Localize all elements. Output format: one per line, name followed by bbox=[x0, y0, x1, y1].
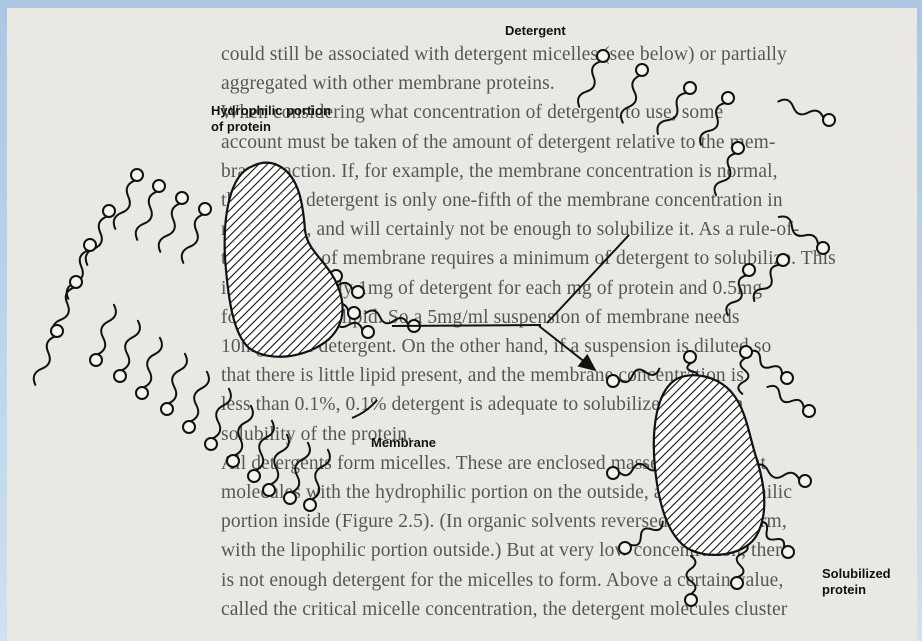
detergent-tail bbox=[578, 61, 600, 106]
detergent-head bbox=[619, 542, 631, 554]
detergent-head bbox=[51, 325, 63, 337]
detergent-head bbox=[103, 205, 115, 217]
detergent-tail bbox=[235, 406, 253, 456]
detergent-tail bbox=[182, 215, 203, 263]
detergent-head bbox=[114, 370, 126, 382]
detergent-tail bbox=[67, 251, 88, 299]
detergent-head bbox=[782, 546, 794, 558]
detergent-tail bbox=[726, 275, 746, 315]
solubilized-label: Solubilized protein bbox=[822, 566, 894, 597]
detergent-tail bbox=[191, 372, 209, 422]
detergent-head bbox=[70, 276, 82, 288]
detergent-head bbox=[227, 455, 239, 467]
detergent-tail bbox=[159, 204, 180, 252]
detergent-tail bbox=[700, 103, 725, 145]
detergent-head bbox=[304, 499, 316, 511]
detergent-head bbox=[183, 421, 195, 433]
detergent-tail bbox=[621, 76, 640, 123]
detergent-head bbox=[84, 239, 96, 251]
membrane-protein-blob bbox=[225, 163, 343, 357]
detergent-head bbox=[352, 286, 364, 298]
detergent-head bbox=[205, 438, 217, 450]
solubilized-protein-blob bbox=[654, 375, 764, 555]
detergent-head bbox=[176, 192, 188, 204]
detergent-head bbox=[136, 387, 148, 399]
detergent-head bbox=[131, 169, 143, 181]
detergent-tail bbox=[114, 181, 135, 229]
detergent-tail bbox=[366, 310, 409, 324]
detergent-head bbox=[263, 484, 275, 496]
detergent-head bbox=[743, 264, 755, 276]
detergent-head bbox=[607, 375, 619, 387]
detergent-head bbox=[731, 577, 743, 589]
hydrophilic-label: Hydrophilic portion of protein bbox=[211, 103, 335, 134]
detergent-head bbox=[799, 475, 811, 487]
detergent-solubilization-diagram: Hydrophilic portion of protein Detergent… bbox=[7, 8, 917, 641]
detergent-tail bbox=[122, 321, 140, 371]
detergent-tail bbox=[630, 522, 663, 546]
arrow-from-membrane bbox=[392, 325, 541, 326]
detergent-head bbox=[636, 64, 648, 76]
detergent-head bbox=[777, 254, 789, 266]
detergent-tail bbox=[144, 338, 162, 388]
detergent-head bbox=[740, 346, 752, 358]
detergent-tail bbox=[715, 153, 736, 195]
membrane-label: Membrane bbox=[371, 435, 436, 450]
detergent-head bbox=[685, 594, 697, 606]
detergent-tail bbox=[169, 354, 187, 404]
detergent-tail bbox=[738, 358, 748, 394]
detergent-head bbox=[817, 242, 829, 254]
arrow-from-detergent bbox=[547, 235, 629, 323]
detergent-head bbox=[153, 180, 165, 192]
figure-frame: could still be associated with detergent… bbox=[7, 8, 917, 641]
detergent-tail bbox=[749, 351, 782, 375]
detergent-head bbox=[348, 307, 360, 319]
detergent-head bbox=[607, 467, 619, 479]
detergent-head bbox=[781, 372, 793, 384]
detergent-head bbox=[732, 142, 744, 154]
detergent-tail bbox=[758, 522, 784, 548]
detergent-tail bbox=[657, 93, 686, 134]
detergent-tail bbox=[136, 192, 157, 240]
detergent-tail bbox=[271, 435, 289, 485]
arrow-to-solubilized bbox=[539, 326, 595, 370]
detergent-tail bbox=[213, 389, 231, 439]
detergent-head bbox=[362, 326, 374, 338]
detergent-tail bbox=[34, 337, 55, 385]
membrane-label-line bbox=[352, 400, 377, 418]
detergent-head bbox=[803, 405, 815, 417]
detergent-head bbox=[284, 492, 296, 504]
detergent-head bbox=[248, 470, 260, 482]
detergent-tail bbox=[619, 369, 660, 383]
detergent-head bbox=[161, 403, 173, 415]
detergent-tail bbox=[778, 100, 823, 118]
detergent-head bbox=[722, 92, 734, 104]
arrows bbox=[352, 235, 629, 418]
detergent-tail bbox=[292, 443, 310, 493]
detergent-tail bbox=[779, 216, 818, 244]
detergent-tail bbox=[256, 421, 274, 471]
detergent-head bbox=[684, 82, 696, 94]
detergent-head bbox=[823, 114, 835, 126]
detergent-head bbox=[684, 351, 696, 363]
detergent-tail bbox=[767, 386, 803, 408]
detergent-tail bbox=[687, 556, 696, 594]
detergent-head bbox=[90, 354, 102, 366]
detergent-tail bbox=[754, 265, 780, 301]
detergent-tail bbox=[312, 450, 330, 500]
detergent-head bbox=[199, 203, 211, 215]
detergent-tail bbox=[98, 305, 116, 355]
detergent-head bbox=[597, 50, 609, 62]
detergent-label: Detergent bbox=[505, 23, 566, 38]
